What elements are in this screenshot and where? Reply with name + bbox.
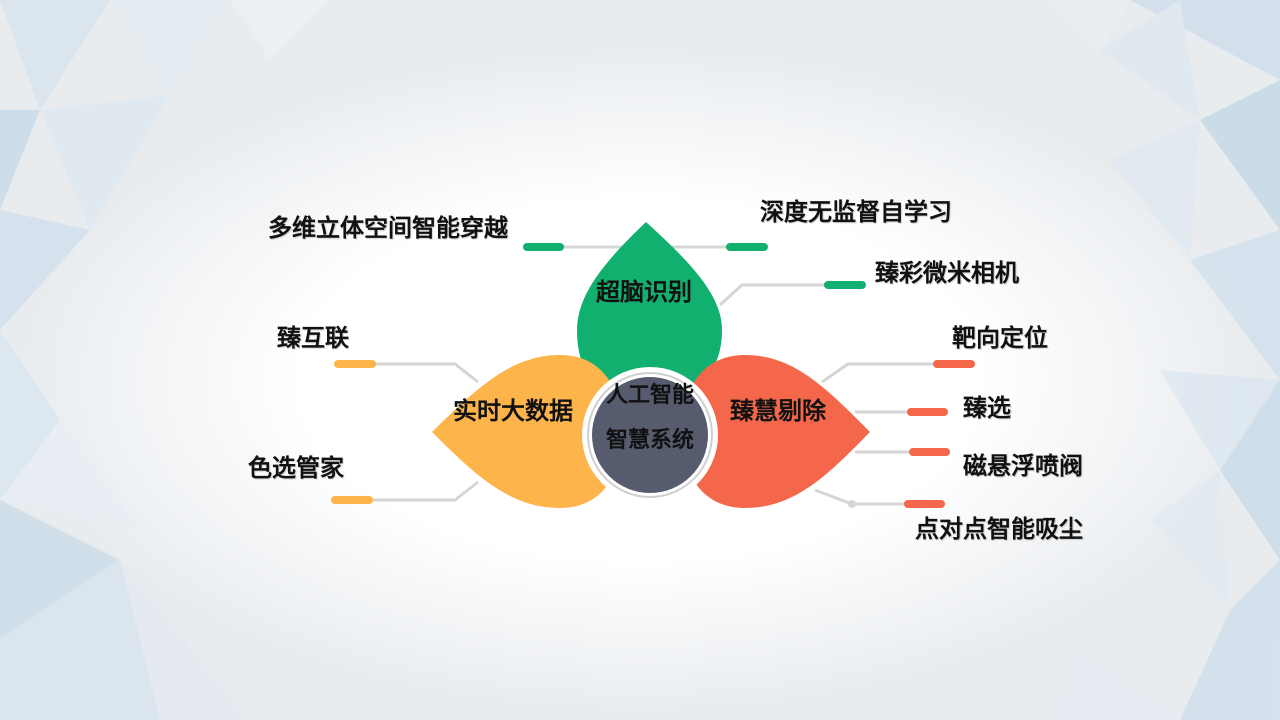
- connector-right-1: [821, 362, 955, 384]
- top-petal-label: 超脑识别: [596, 278, 692, 306]
- connector-joint-dot: [848, 500, 856, 508]
- connector-lines: [331, 243, 975, 508]
- branch-label-right-3: 磁悬浮喷阀: [963, 452, 1083, 480]
- center-title-line2: 智慧系统: [605, 428, 694, 453]
- branch-label-top-right-2: 臻彩微米相机: [875, 259, 1019, 287]
- right-petal-label: 臻慧剔除: [730, 397, 826, 425]
- connector-left-1: [355, 362, 479, 384]
- left-petal-shape: [432, 355, 622, 508]
- branch-label-right-2: 臻选: [963, 394, 1011, 422]
- center-disc: [592, 377, 708, 493]
- connector-top-right-2: [718, 283, 845, 307]
- branch-label-left-2: 色选管家: [248, 454, 344, 482]
- branch-label-top-right-1: 深度无监督自学习: [760, 198, 952, 226]
- branch-label-right-4: 点对点智能吸尘: [915, 515, 1083, 543]
- branch-label-left-1: 臻互联: [277, 324, 349, 352]
- branch-label-top-left: 多维立体空间智能穿越: [268, 214, 508, 242]
- top-petal-shape: [577, 222, 722, 400]
- right-petal-shape: [682, 355, 870, 508]
- connector-left-2: [352, 480, 479, 502]
- center-title-line1: 人工智能: [605, 383, 694, 408]
- left-petal-label: 实时大数据: [453, 397, 573, 425]
- branch-label-right-1: 靶向定位: [952, 324, 1048, 352]
- center-ring-inner: [587, 372, 713, 498]
